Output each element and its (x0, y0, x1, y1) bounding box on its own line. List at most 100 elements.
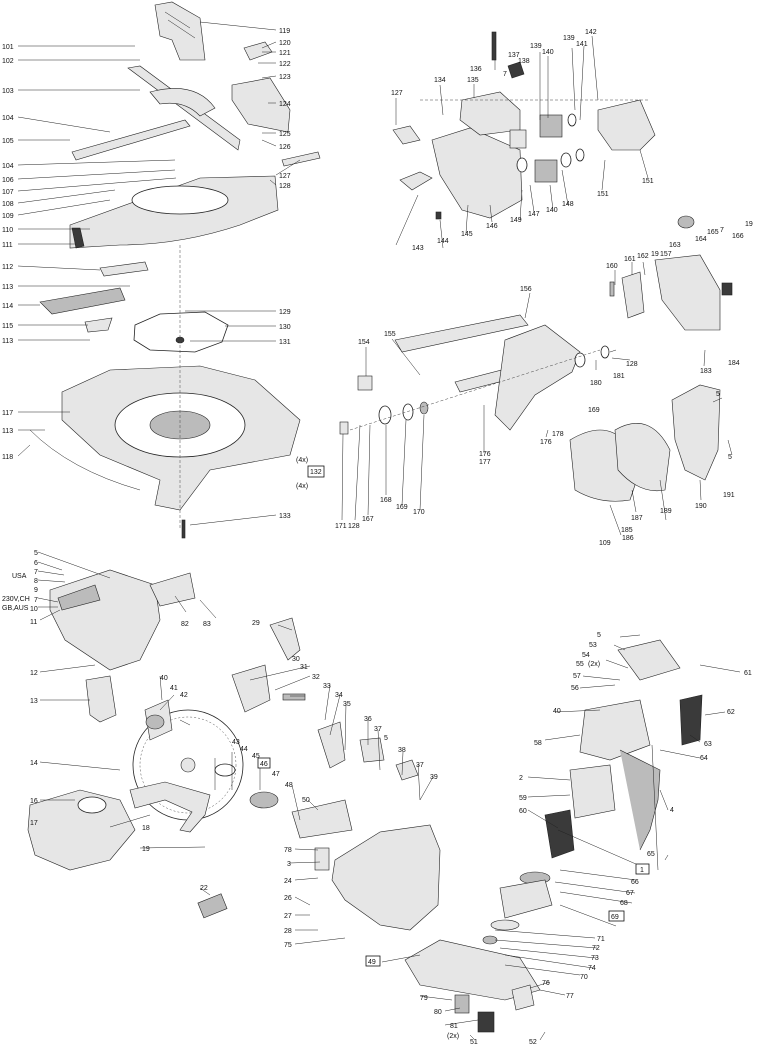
callout-note: 230V,CH (2, 596, 30, 603)
guard-cover-part (671, 384, 721, 481)
callout-label: 139 (563, 35, 575, 42)
guard-rail-assembly: 155 154 156 171 128 167 168 169 170 176 … (335, 215, 753, 547)
gear-housing-part (499, 879, 553, 919)
motor-housing-part (579, 699, 651, 761)
callout-label: 103 (2, 88, 14, 95)
callout-label: 140 (546, 207, 558, 214)
callout-label: 83 (203, 621, 211, 628)
callout-label: 126 (279, 144, 291, 151)
label-22-part (197, 893, 228, 919)
callout-label: 48 (285, 782, 293, 789)
scale-arc (29, 429, 141, 491)
callout-label: 178 (552, 431, 564, 438)
callout-label: 127 (391, 90, 403, 97)
callout-label: 113 (2, 338, 13, 345)
callout-label: 102 (2, 58, 14, 65)
link-18-part (129, 781, 211, 833)
callout-label: 77 (566, 993, 574, 1000)
stator-part (569, 764, 616, 819)
callout-label: 40 (553, 708, 561, 715)
rail-head-part (494, 324, 581, 431)
upper-guard-part (49, 569, 161, 671)
callout-label: 28 (284, 928, 292, 935)
callout-label: 19 (745, 221, 753, 228)
callout-label: 3 (287, 861, 291, 868)
callout-label: 1 (640, 867, 644, 874)
turntable-disc-part (133, 311, 229, 353)
callout-label: 176 (540, 439, 552, 446)
callout-label: 65 (647, 851, 655, 858)
callout-label: 34 (335, 692, 343, 699)
motor-blade-assembly: 5 6 7 8 9 7 10 USA 230V,CH GB,AUS 11 12 … (2, 550, 752, 1046)
callout-label: 149 (510, 217, 522, 224)
callout-label: 130 (279, 324, 291, 331)
callout-label: 8 (34, 578, 38, 585)
callout-label: 5 (728, 454, 732, 461)
callout-label: 7 (503, 71, 507, 78)
callout-label: 5 (597, 632, 601, 639)
callout-label: 138 (518, 58, 530, 65)
lower-guard-17-part (27, 789, 136, 871)
callout-label: 36 (364, 716, 372, 723)
callout-label: 66 (631, 879, 639, 886)
callout-label: 191 (723, 492, 735, 499)
clip-part (99, 261, 149, 277)
callout-label: 109 (2, 213, 14, 220)
callout-label: 104 (2, 115, 14, 122)
group-box (608, 910, 625, 922)
callout-label: 156 (520, 286, 532, 293)
callout-label: 42 (180, 692, 188, 699)
callout-note: USA (12, 573, 27, 580)
callout-label: 185 (621, 527, 633, 534)
callout-label: 104 (2, 163, 14, 170)
callout-label: 183 (700, 368, 712, 375)
callout-label: 62 (727, 709, 735, 716)
callout-label: 80 (434, 1009, 442, 1016)
callout-label: 136 (470, 66, 482, 73)
callout-label: 113 (2, 284, 13, 291)
callout-label: 140 (542, 49, 554, 56)
callout-label: 47 (272, 771, 280, 778)
callout-label: 61 (744, 670, 752, 677)
callout-label: 157 (660, 251, 672, 258)
handle-housing-part (654, 254, 721, 331)
callout-label: 128 (348, 523, 360, 530)
group-box (257, 757, 271, 769)
bearing-part (539, 114, 563, 138)
callout-label: 70 (580, 974, 588, 981)
callout-label: 162 (637, 253, 649, 260)
callout-label: 51 (470, 1039, 478, 1046)
callout-note: GB,AUS (2, 605, 29, 612)
callout-label: 114 (2, 303, 13, 310)
callout-note: (4x) (296, 483, 308, 490)
callout-label: 49 (368, 959, 376, 966)
callout-label: 129 (279, 309, 291, 316)
callout-label: 82 (181, 621, 189, 628)
callout-label: 31 (300, 664, 308, 671)
bearing-part (509, 129, 527, 149)
callout-label: 24 (284, 878, 292, 885)
callout-label: 118 (2, 454, 13, 461)
callout-label: 184 (728, 360, 740, 367)
lever-part (39, 287, 126, 315)
callout-label: 75 (284, 942, 292, 949)
callout-label: 6 (34, 560, 38, 567)
callout-label: 5 (384, 735, 388, 742)
pointer-143-part (399, 171, 433, 191)
callout-label: 5 (34, 550, 38, 557)
callout-label: 137 (508, 52, 520, 59)
fence-right-part (231, 77, 291, 133)
callout-label: 181 (613, 373, 625, 380)
callout-label: 19 (651, 251, 659, 258)
callout-label: 59 (519, 795, 527, 802)
callout-label: 37 (416, 762, 424, 769)
callout-label: 117 (2, 410, 13, 417)
callout-label: 38 (398, 747, 406, 754)
callout-label: 134 (434, 77, 446, 84)
callout-label: 32 (312, 674, 320, 681)
callout-label: 74 (588, 965, 596, 972)
group-box (365, 955, 381, 967)
callout-label: 10 (30, 606, 38, 613)
callout-label: 177 (479, 459, 491, 466)
